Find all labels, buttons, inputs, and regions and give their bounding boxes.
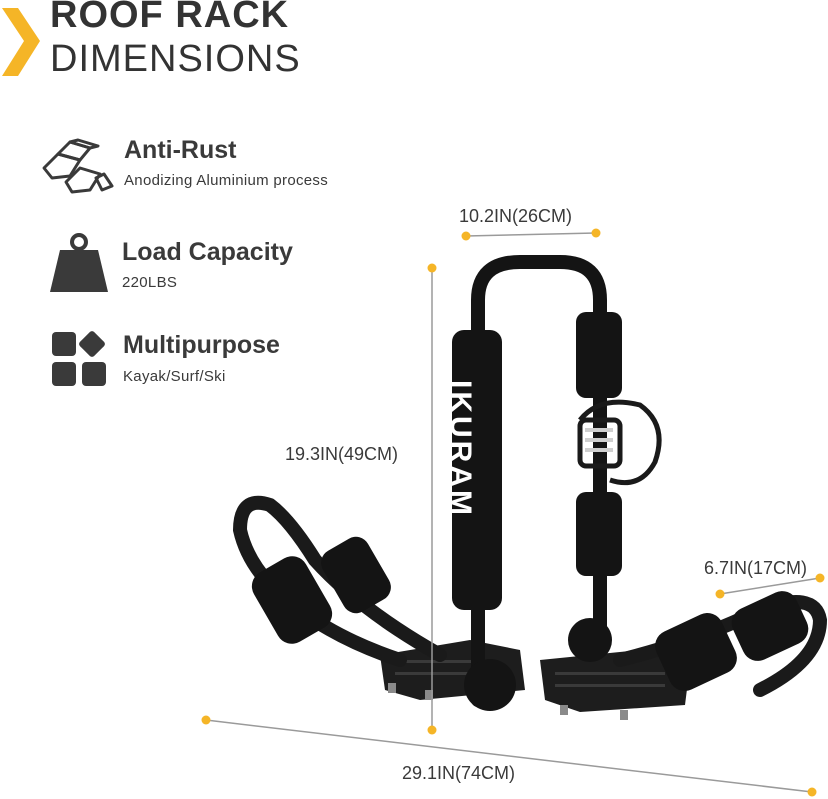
- chevron-accent-icon: [2, 8, 40, 76]
- dimension-length: 29.1IN(74CM): [402, 763, 516, 783]
- feature-subtitle-multipurpose: Kayak/Surf/Ski: [123, 368, 226, 385]
- dimension-height: 19.3IN(49CM): [285, 444, 399, 464]
- feature-title-anti-rust: Anti-Rust: [124, 136, 237, 164]
- dimension-cradle-width: 6.7IN(17CM): [704, 558, 808, 578]
- weight-icon: [50, 233, 108, 292]
- feature-subtitle-anti-rust: Anodizing Aluminium process: [124, 172, 329, 189]
- page-title-line2: DIMENSIONS: [50, 38, 301, 80]
- page-title-line1: ROOF RACK: [50, 0, 290, 36]
- ingots-icon: [42, 138, 114, 194]
- feature-title-multipurpose: Multipurpose: [123, 331, 280, 359]
- feature-title-load-capacity: Load Capacity: [122, 238, 293, 266]
- dimension-top-width: 10.2IN(26CM): [459, 206, 573, 226]
- feature-subtitle-load-capacity: 220LBS: [122, 274, 178, 291]
- shapes-icon: [52, 331, 106, 386]
